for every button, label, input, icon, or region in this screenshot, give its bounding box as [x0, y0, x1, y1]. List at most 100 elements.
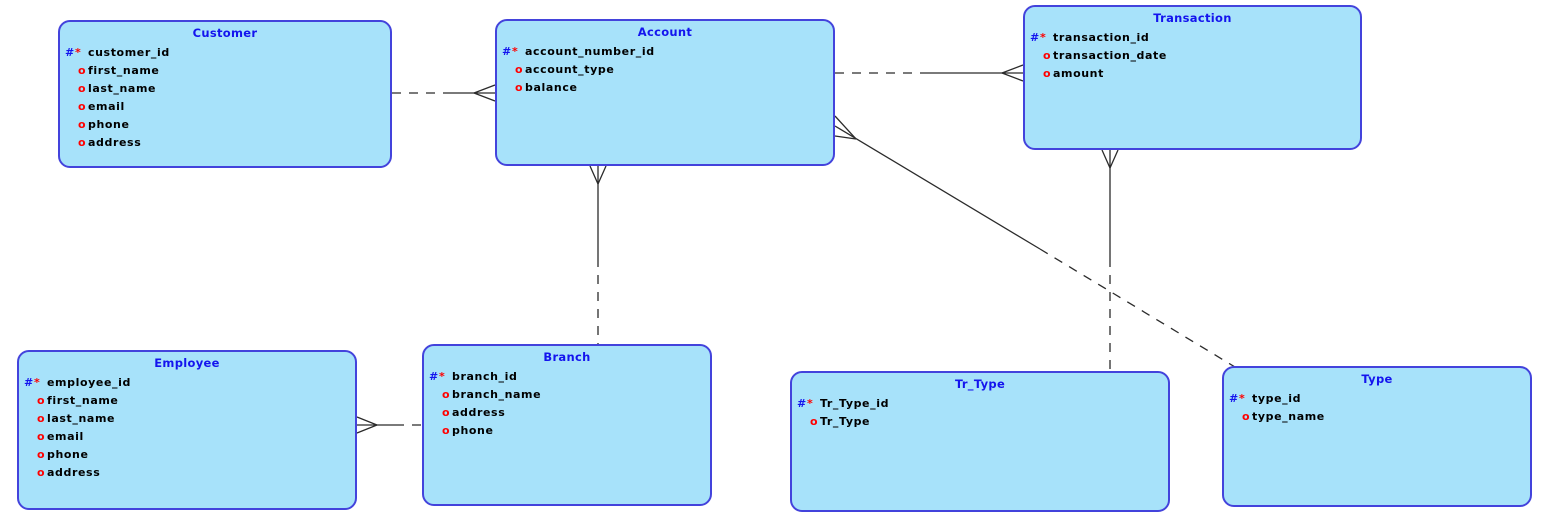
attribute-name: address — [452, 406, 506, 419]
attribute-name: phone — [88, 118, 130, 131]
attribute-name: address — [47, 466, 101, 479]
crow-foot-icon — [356, 416, 378, 434]
attribute-Tr_Type_id: #* Tr_Type_id — [797, 395, 1164, 413]
attribute-name: branch_name — [452, 388, 542, 401]
attribute-name: address — [88, 136, 142, 149]
crow-foot-icon — [473, 84, 496, 102]
optional-o-icon: o — [78, 136, 87, 149]
optional-o-icon: o — [442, 406, 451, 419]
attribute-name: customer_id — [88, 46, 170, 59]
attribute-name: email — [88, 100, 125, 113]
attribute-type_id: #* type_id — [1229, 390, 1526, 408]
entity-title: Type — [1361, 372, 1393, 386]
attribute-name: last_name — [47, 412, 116, 425]
relationship-trtype-transaction[interactable] — [1101, 149, 1119, 371]
attribute-name: Tr_Type_id — [820, 397, 890, 410]
crow-foot-icon — [1001, 64, 1024, 82]
optional-o-icon: o — [37, 448, 46, 461]
entity-title: Branch — [543, 350, 591, 364]
required-star-icon: * — [439, 370, 446, 383]
optional-o-icon: o — [78, 82, 87, 95]
required-star-icon: * — [512, 45, 519, 58]
attribute-name: type_id — [1252, 392, 1302, 405]
attribute-name: account_number_id — [525, 45, 655, 58]
optional-o-icon: o — [37, 394, 46, 407]
optional-o-icon: o — [515, 81, 524, 94]
relationship-type-account[interactable] — [834, 115, 1236, 368]
pk-hash-icon: # — [1030, 31, 1040, 44]
optional-o-icon: o — [1242, 410, 1251, 423]
required-star-icon: * — [34, 376, 41, 389]
entity-title: Account — [637, 25, 693, 39]
optional-o-icon: o — [442, 424, 451, 437]
attribute-customer_id: #* customer_id — [65, 44, 386, 62]
attribute-name: branch_id — [452, 370, 518, 383]
attribute-name: transaction_id — [1053, 31, 1150, 44]
relationship-branch-employee[interactable] — [356, 416, 422, 434]
pk-hash-icon: # — [1229, 392, 1239, 405]
optional-o-icon: o — [37, 412, 46, 425]
attribute-name: transaction_date — [1053, 49, 1167, 62]
attribute-transaction_id: #* transaction_id — [1030, 29, 1356, 47]
required-star-icon: * — [1040, 31, 1047, 44]
relationship-branch-account[interactable] — [589, 165, 607, 344]
relationship-account-transaction[interactable] — [835, 64, 1024, 82]
optional-o-icon: o — [1043, 67, 1052, 80]
entity-title: Transaction — [1153, 11, 1232, 25]
attribute-name: phone — [47, 448, 89, 461]
attribute-name: account_type — [525, 63, 615, 76]
optional-o-icon: o — [37, 466, 46, 479]
attribute-name: Tr_Type — [820, 415, 871, 428]
crow-foot-icon — [1101, 149, 1119, 169]
entity-title: Customer — [192, 26, 258, 40]
attribute-name: phone — [452, 424, 494, 437]
optional-o-icon: o — [810, 415, 819, 428]
pk-hash-icon: # — [797, 397, 807, 410]
optional-o-icon: o — [78, 118, 87, 131]
pk-hash-icon: # — [24, 376, 34, 389]
required-star-icon: * — [1239, 392, 1246, 405]
required-star-icon: * — [807, 397, 814, 410]
optional-o-icon: o — [37, 430, 46, 443]
attribute-name: type_name — [1252, 410, 1325, 423]
entity-title: Employee — [154, 356, 220, 370]
attribute-branch_id: #*branch_id — [429, 368, 706, 386]
optional-o-icon: o — [1043, 49, 1052, 62]
relationship-customer-account[interactable] — [392, 84, 496, 102]
pk-hash-icon: # — [65, 46, 75, 59]
crow-foot-icon — [589, 165, 607, 185]
pk-hash-icon: # — [502, 45, 512, 58]
attribute-name: amount — [1053, 67, 1104, 80]
required-star-icon: * — [75, 46, 82, 59]
attribute-employee_id: #*employee_id — [24, 374, 351, 392]
optional-o-icon: o — [78, 64, 87, 77]
